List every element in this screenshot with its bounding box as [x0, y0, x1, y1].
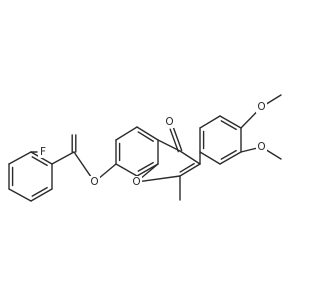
bond-om2-methyl	[265, 149, 282, 160]
bond-b2-b3	[115, 126, 138, 141]
bond-c2-c3	[179, 163, 201, 177]
methoxy-oxygen-1-label: O	[257, 101, 265, 113]
atom-label-layer: F O O O O O	[38, 101, 267, 188]
fluorine-label: F	[40, 146, 46, 158]
bond-d1-d2	[199, 115, 221, 129]
bond-b6-b1	[115, 163, 138, 177]
methoxy-oxygen-2-label: O	[257, 141, 265, 153]
ring-oxygen-label: O	[132, 176, 140, 188]
atom-methoxy-oxygen-2: O	[256, 141, 267, 153]
bond-oring-c2	[141, 175, 181, 182]
bond-a6-a1-inner	[31, 156, 48, 167]
bond-c4-oket-a	[172, 127, 183, 152]
bond-c2-c3-inner	[179, 162, 195, 173]
bond-carbonyl-oester	[73, 151, 92, 178]
bond-d4-d5	[219, 151, 242, 165]
bond-a5-a6	[8, 151, 32, 165]
bond-d2-d3	[219, 115, 242, 129]
bond-b5-b6	[136, 163, 159, 177]
bond-d2-d3-inner	[220, 120, 237, 131]
bond-c4-oket-b	[169, 128, 180, 153]
bond-c3-c4	[179, 150, 201, 165]
bond-a3-a4	[8, 188, 32, 202]
atom-ring-oxygen: O	[131, 176, 142, 188]
bond-b5-oring	[140, 163, 159, 179]
bond-om1-methyl	[265, 94, 282, 105]
ester-oxygen-label: O	[90, 176, 98, 188]
bond-a2-a3	[30, 188, 53, 202]
atom-ketone-oxygen: O	[164, 116, 175, 128]
atom-methoxy-oxygen-1: O	[256, 101, 267, 113]
bond-ring-carbonyl	[51, 151, 75, 165]
bond-layer	[8, 94, 282, 202]
bond-b5-b6-inner	[137, 161, 154, 172]
bond-d4-d5-inner	[220, 149, 237, 160]
atom-ester-oxygen: O	[89, 176, 100, 188]
chemical-structure-diagram: F O O O O O	[8, 94, 282, 202]
bond-oester-ring	[98, 163, 117, 179]
bond-d4-om2	[240, 147, 257, 153]
bond-a2-a3-inner	[31, 186, 48, 197]
bond-d5-d6	[199, 151, 221, 165]
bond-b3-b4	[136, 126, 159, 141]
bond-c4-b4	[157, 139, 181, 152]
ketone-oxygen-label: O	[165, 116, 173, 128]
bond-d3-om1	[240, 110, 259, 129]
atom-fluorine: F	[38, 146, 48, 158]
bond-b3-b4-inner	[137, 131, 154, 142]
